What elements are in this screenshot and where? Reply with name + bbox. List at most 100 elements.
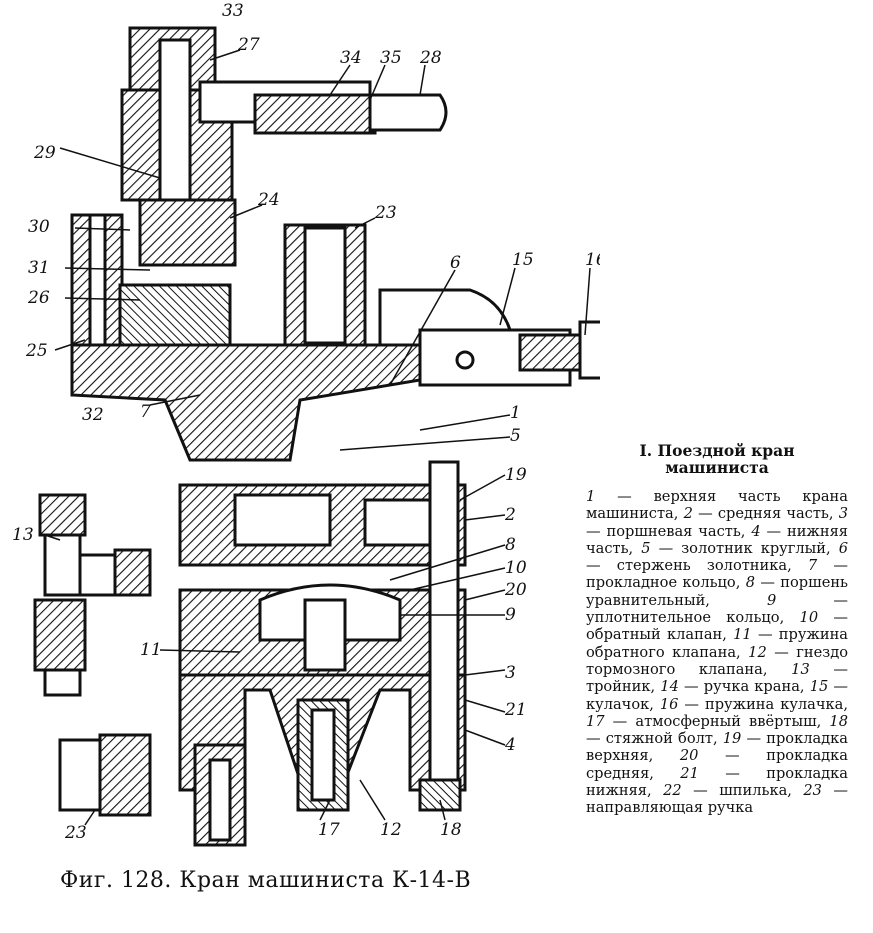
callout-15: 15 xyxy=(512,250,534,270)
callout-17: 17 xyxy=(318,820,340,840)
callout-31: 31 xyxy=(28,258,50,278)
callout-33: 33 xyxy=(222,1,244,21)
legend-item-text: — нижняя часть, xyxy=(586,522,848,557)
legend-item: 15 — кулачок, xyxy=(586,678,848,712)
callout-20: 20 xyxy=(504,580,527,600)
legend-item-text: — тройник, xyxy=(586,660,849,696)
callout-16: 16 xyxy=(585,250,600,270)
legend-item-number: 15 xyxy=(809,678,829,696)
legend-item: 4 — нижняя часть, xyxy=(586,523,848,557)
legend-item-number: 10 xyxy=(799,609,819,627)
legend-item: 8 — поршень уравнительный, xyxy=(586,574,848,608)
legend-item: 11 — пружина обратного клапана, xyxy=(586,626,848,660)
legend-item-text: — шпилька, xyxy=(681,782,804,800)
legend-item-number: 17 xyxy=(586,712,605,730)
legend-item-text: — поршневая часть, xyxy=(586,522,752,540)
legend-item: 2 — средняя часть, xyxy=(684,505,839,522)
callout-labels: 33 27 34 35 28 29 24 23 30 31 26 25 32 7… xyxy=(12,1,600,843)
legend-item-text: — направляющая ручка xyxy=(586,782,849,817)
legend-item-number: 13 xyxy=(791,660,810,678)
legend-item-text: — прокладка нижняя, xyxy=(586,764,848,800)
callout-10: 10 xyxy=(505,558,527,578)
legend-item: 20 — прокладка средняя, xyxy=(586,747,848,781)
legend-item: 14 — ручка крана, xyxy=(660,678,809,695)
callout-6: 6 xyxy=(450,253,461,273)
callout-28: 28 xyxy=(419,48,442,68)
callout-23-bottom: 23 xyxy=(64,823,87,843)
bottom-fittings xyxy=(58,733,462,847)
legend-item: 22 — шпилька, xyxy=(663,782,803,799)
valve-diagram: 33 27 34 35 28 29 24 23 30 31 26 25 32 7… xyxy=(12,1,600,847)
legend-item-number: 12 xyxy=(748,643,767,661)
legend-item-text: — прокладка верхняя, xyxy=(586,730,848,765)
legend-item-text: — золотник круглый, xyxy=(650,539,839,557)
upper-handle-assembly xyxy=(120,26,448,267)
legend-item: 21 — прокладка нижняя, xyxy=(586,765,848,799)
legend-item: 6 — стержень золотника, xyxy=(586,540,848,574)
legend-item-text: — средняя часть, xyxy=(692,505,839,523)
callout-3: 3 xyxy=(505,663,516,683)
legend-item: 10 — обратный клапан, xyxy=(586,609,848,643)
callout-32: 32 xyxy=(82,405,104,425)
callout-27: 27 xyxy=(237,35,260,55)
legend-item-text: — уплотнительное кольцо, xyxy=(586,591,849,627)
callout-29: 29 xyxy=(33,143,56,163)
legend-item-number: 9 xyxy=(767,591,777,609)
callout-12: 12 xyxy=(380,820,402,840)
legend-item-number: 11 xyxy=(733,626,752,644)
legend-item: 1 — верхняя часть крана машиниста, xyxy=(586,488,848,522)
legend-item: 9 — уплотнительное кольцо, xyxy=(586,592,848,626)
callout-35: 35 xyxy=(380,48,402,68)
legend-title: I. Поездной кран машиниста xyxy=(639,441,795,477)
legend-item-number: 14 xyxy=(660,678,679,696)
legend-item-number: 6 xyxy=(838,539,848,557)
callout-21: 21 xyxy=(504,700,527,720)
legend-item: 16 — пружина кулачка, xyxy=(660,696,848,713)
legend-item-text: — пружина кулачка, xyxy=(678,695,848,713)
callout-7: 7 xyxy=(140,402,151,422)
callout-8: 8 xyxy=(505,535,516,555)
legend-item: 17 — атмосферный ввёртыш, xyxy=(586,713,829,730)
legend-item-number: 19 xyxy=(722,730,742,748)
legend-item-text: — прокладка средняя, xyxy=(586,747,848,782)
legend-item-number: 16 xyxy=(659,695,679,713)
legend: I. Поездной кран машиниста 1 — верхняя ч… xyxy=(586,442,848,817)
legend-item: 18 — стяжной болт, xyxy=(586,713,848,747)
legend-item-text: — обратный клапан, xyxy=(586,609,849,644)
legend-item: 3 — поршневая часть, xyxy=(586,505,848,539)
legend-item: 19 — прокладка верхняя, xyxy=(586,730,848,764)
legend-item-number: 22 xyxy=(663,782,682,800)
callout-26: 26 xyxy=(27,288,50,308)
legend-item: 12 — гнездо тормозного клапана, xyxy=(586,644,848,678)
legend-item-number: 23 xyxy=(803,782,822,800)
legend-item: 5 — золотник круглый, xyxy=(641,540,838,557)
callout-5: 5 xyxy=(510,426,521,446)
legend-item-text: — пружина обратного клапана, xyxy=(586,626,849,661)
callout-13: 13 xyxy=(12,525,34,545)
train-handle xyxy=(378,288,600,387)
callout-25: 25 xyxy=(25,341,48,361)
callout-24: 24 xyxy=(257,190,280,210)
legend-item-text: — стяжной болт, xyxy=(586,730,723,748)
callout-9: 9 xyxy=(505,605,516,625)
callout-30: 30 xyxy=(28,217,50,237)
legend-item-text: — кулачок, xyxy=(586,678,849,713)
main-body xyxy=(70,213,467,812)
callout-2: 2 xyxy=(504,505,516,525)
legend-item-text: — верхняя часть крана машиниста, xyxy=(586,488,848,523)
legend-item: 23 — направляющая ручка xyxy=(586,782,848,816)
legend-item: 7 — прокладное кольцо, xyxy=(586,557,848,591)
callout-18: 18 xyxy=(440,820,462,840)
legend-item-text: — прокладное кольцо, xyxy=(586,557,849,592)
legend-item: 13 — тройник, xyxy=(586,661,848,695)
legend-item-text: — поршень уравнительный, xyxy=(586,574,849,609)
legend-item-number: 20 xyxy=(679,747,699,765)
legend-item-text: — ручка крана, xyxy=(678,678,810,696)
legend-item-number: 5 xyxy=(641,539,651,557)
legend-item-text: — атмосферный ввёртыш, xyxy=(604,712,830,730)
legend-item-number: 3 xyxy=(838,505,849,523)
legend-item-text: — стержень золотника, xyxy=(586,557,808,575)
tee-fitting xyxy=(33,493,152,697)
callout-1: 1 xyxy=(510,403,521,423)
legend-item-number: 18 xyxy=(829,712,848,730)
